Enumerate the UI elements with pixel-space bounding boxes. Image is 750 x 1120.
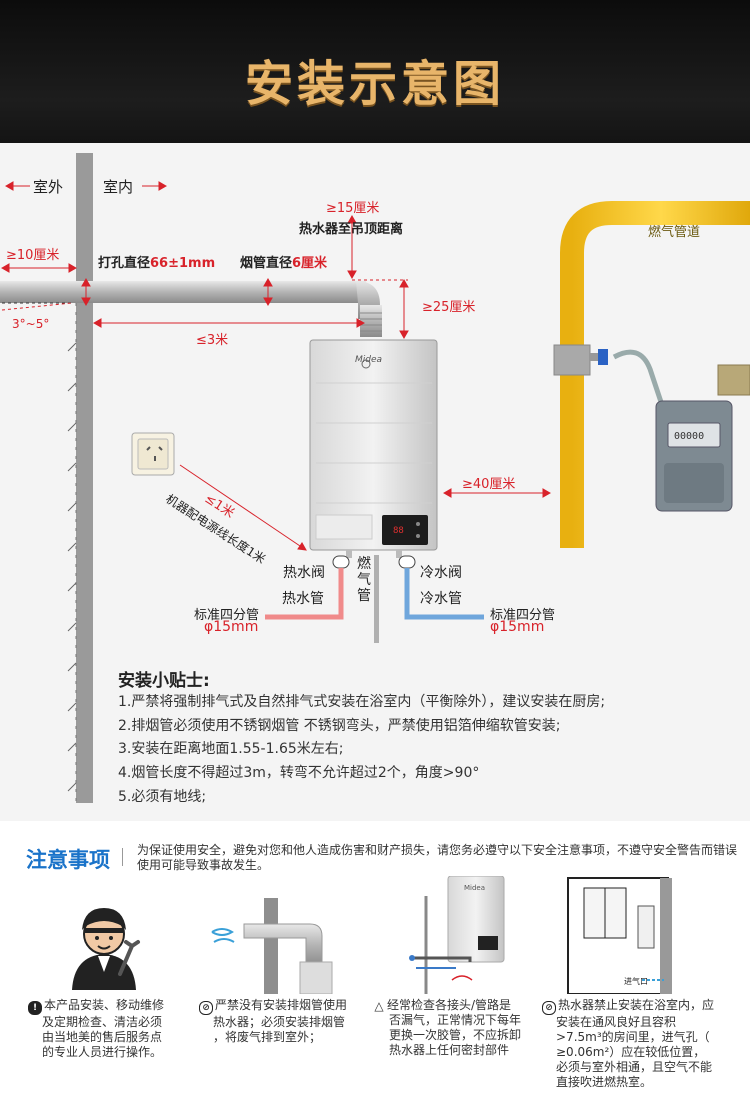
tip-item: 4.烟管长度不得超过3m，转弯不允许超过2个，角度>90°: [118, 765, 480, 781]
svg-text:Midea: Midea: [464, 884, 485, 892]
flue-pipe: [0, 281, 366, 303]
cold-valve-label: 冷水阀: [420, 565, 462, 581]
page-title: 安装示意图: [244, 56, 505, 112]
warning-icon: !: [28, 1001, 42, 1015]
gas-connection-illustration: Midea: [409, 876, 505, 994]
elbow-dist-arrow: [399, 278, 409, 340]
heater-display: [382, 515, 428, 545]
room-ventilation-illustration: [567, 877, 672, 994]
technician-icon: [72, 908, 140, 990]
notice-item: ⊘严禁没有安装排烟管使用 热水器；必须安装排烟管 ，将废气排到室外；: [199, 998, 347, 1045]
wall-dist-arrow: [0, 263, 78, 273]
vent-label: 进气口: [624, 977, 648, 986]
indoor-arrow: [142, 181, 168, 191]
tips-title: 安装小贴士:: [118, 671, 210, 691]
water-heater: 88: [309, 339, 438, 558]
hot-valve-icon: [332, 555, 350, 569]
installation-diagram: 88 00000: [0, 153, 750, 803]
std-pipe-right-diameter: φ15mm: [490, 619, 545, 635]
svg-text:88: 88: [393, 526, 404, 536]
wall: [76, 153, 93, 803]
title-banner: 安装示意图: [0, 0, 750, 143]
flue-diameter-arrow: [263, 277, 273, 307]
notice-divider: [122, 848, 123, 866]
gas-pipe: [374, 555, 379, 643]
notice-intro: 为保证使用安全，避免对您和他人造成伤害和财产损失，请您务必遵守以下安全注意事项，…: [137, 843, 738, 872]
ceiling-dist-arrow: [347, 214, 357, 280]
cold-valve-icon: [398, 555, 416, 569]
indoor-label: 室内: [103, 178, 134, 196]
side-dist-arrow: [442, 488, 552, 498]
flue-length-label: ≤3米: [196, 333, 229, 348]
tip-item: 2.排烟管必须使用不锈钢烟管 不锈钢弯头，严禁使用铝箔伸缩软管安装;: [118, 718, 561, 734]
hot-water-pipe: [265, 568, 344, 620]
hole-diameter-arrow: [81, 277, 91, 307]
slope-label: 3°~5°: [12, 317, 50, 331]
tip-item: 1.严禁将强制排气式及自然排气式安装在浴室内（平衡除外），建议安装在厨房;: [118, 694, 606, 710]
std-pipe-left-label: 标准四分管: [194, 608, 260, 623]
tip-item: 3.安装在距离地面1.55-1.65米左右;: [118, 741, 344, 757]
svg-text:00000: 00000: [674, 431, 704, 442]
ceiling-dist-value: ≥15厘米: [326, 201, 380, 216]
notice-illustrations: Midea: [72, 876, 672, 994]
notice-title: 注意事项: [26, 848, 110, 872]
std-pipe-left-diameter: φ15mm: [204, 619, 259, 635]
cold-water-pipe: [404, 568, 484, 620]
outdoor-arrow: [4, 181, 30, 191]
prohibited-icon: ⊘: [542, 1001, 556, 1015]
flue-length-arrow: [92, 318, 366, 328]
tip-item: 5.必须有地线;: [118, 789, 207, 805]
gas-pipeline: [553, 201, 750, 548]
std-pipe-right-label: 标准四分管: [490, 608, 556, 623]
hot-valve-label: 热水阀: [283, 565, 325, 581]
power-cord-arrow: [179, 464, 307, 551]
wall-hatching: [67, 342, 77, 792]
prohibited-icon: ⊘: [199, 1001, 213, 1015]
elbow-dist-label: ≥25厘米: [422, 300, 476, 315]
cold-pipe-label: 冷水管: [420, 591, 462, 607]
power-outlet: [131, 432, 175, 476]
hot-pipe-label: 热水管: [282, 591, 324, 607]
notice-item: !本产品安装、移动维修 及定期检查、清洁必须 由当地美的售后服务点 的专业人员进…: [28, 998, 164, 1060]
gas-pipe-label: 燃气管: [357, 556, 371, 604]
notice-item: ⊘热水器禁止安装在浴室内，应 安装在通风良好且容积 >7.5m³的房间里，进气孔…: [542, 998, 714, 1090]
ceiling-dist-label: 热水器至吊顶距离: [299, 222, 404, 237]
hole-diameter-label: 打孔直径66±1mm: [98, 256, 216, 271]
caution-icon: △: [374, 999, 384, 1013]
gas-meter: 00000: [655, 400, 733, 512]
side-dist-label: ≥40厘米: [462, 477, 516, 492]
gas-pipeline-label: 燃气管道: [648, 225, 701, 240]
notice-item: △经常检查各接头/管路是 否漏气，正常情况下每年 更换一次胶管，不应拆卸 热水器…: [374, 998, 522, 1057]
flue-exhaust-illustration: [211, 898, 333, 994]
brand-logo: Midea: [355, 355, 383, 365]
flue-diameter-label: 烟管直径6厘米: [240, 256, 328, 271]
outdoor-label: 室外: [33, 178, 64, 196]
wall-dist-label: ≥10厘米: [6, 248, 60, 263]
